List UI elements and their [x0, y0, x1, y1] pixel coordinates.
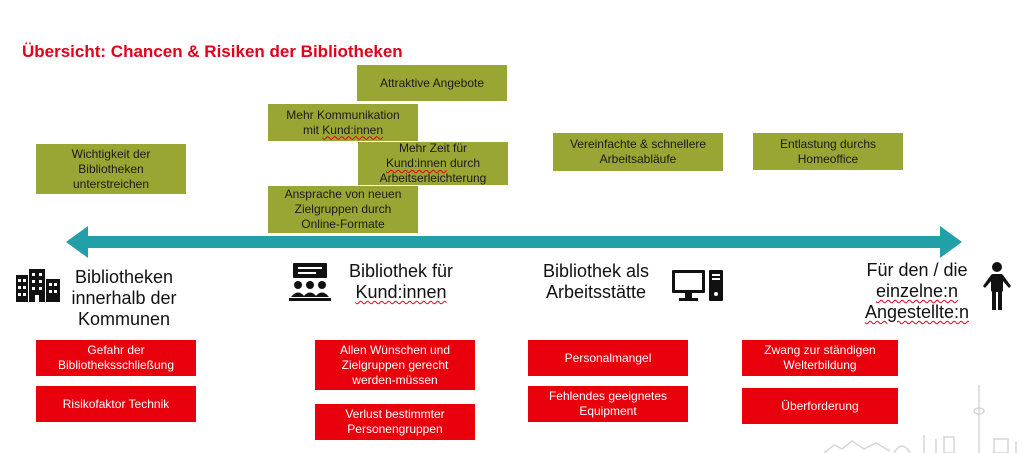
box-line: Arbeitserleichterung — [379, 171, 487, 185]
label-line: Für den / die — [866, 260, 968, 280]
box-line: Überforderung — [781, 398, 859, 413]
risk-box-weiterbildung: Zwang zur ständigen Welterbildung — [742, 340, 898, 376]
box-line: Zwang zur ständigen — [764, 343, 876, 357]
label-line: innerhalb der — [71, 288, 177, 308]
opportunity-box-angebote: Attraktive Angebote — [357, 65, 507, 101]
risk-box-schliessung: Gefahr der Bibliotheksschließung — [36, 340, 196, 376]
box-line: Allen Wünschen und — [339, 342, 451, 357]
box-line: Mehr Kommunikation — [286, 107, 400, 122]
label-line: Arbeitsstätte — [545, 282, 647, 302]
double-arrow — [66, 226, 962, 258]
box-line: Homeoffice — [797, 151, 859, 166]
box-line: Welterbildung — [783, 358, 857, 372]
box-line: Zielgruppen durch — [294, 202, 392, 216]
box-line: Online-Formate — [301, 217, 385, 231]
box-line: Entlastung durchs — [779, 136, 877, 151]
opportunity-box-ansprache: Ansprache von neuen Zielgruppen durch On… — [268, 186, 418, 233]
box-line: Kund:innen — [322, 122, 384, 137]
box-line: Bibliotheken — [78, 161, 144, 176]
box-line: durch — [446, 156, 481, 170]
box-line: werden-müssen — [352, 372, 438, 387]
box-line: Arbeitsabläufe — [599, 152, 677, 166]
label-line: Angestellte:n — [864, 302, 970, 322]
box-line: unterstreichen — [72, 176, 150, 191]
opportunity-box-wichtigkeit: Wichtigkeit der Bibliotheken unterstreic… — [36, 144, 186, 194]
category-label-kundinnen: Bibliothek für Kund:innen — [332, 261, 470, 303]
box-line: Wichtigkeit der — [71, 146, 151, 161]
category-label-angestellte: Für den / die einzelne:n Angestellte:n — [852, 260, 982, 323]
opportunity-box-mehr-zeit: Mehr Zeit für Kund:innen durch Arbeitser… — [358, 141, 508, 185]
box-line: Attraktive Angebote — [379, 75, 485, 90]
risk-box-equipment: Fehlendes geeignetes Equipment — [528, 386, 688, 422]
label-line: Bibliothek für — [348, 261, 454, 281]
city-skyline-icon — [824, 385, 1017, 453]
category-label-arbeitsstaette: Bibliothek als Arbeitsstätte — [532, 261, 660, 303]
box-line: Mehr Zeit für — [398, 141, 467, 155]
box-line: mit — [302, 122, 323, 137]
opportunity-box-vereinfacht: Vereinfachte & schnellere Arbeitsabläufe — [553, 133, 723, 171]
box-line: Ansprache von neuen — [284, 187, 402, 201]
box-line: Vereinfachte & schnellere — [569, 137, 707, 151]
box-line: Kund:innen — [385, 156, 447, 170]
risk-box-personalmangel: Personalmangel — [528, 340, 688, 376]
box-line: Gefahr der — [87, 343, 145, 357]
opportunity-box-entlastung: Entlastung durchs Homeoffice — [753, 133, 903, 170]
computer-workstation-icon — [672, 270, 723, 301]
box-line: Personalmangel — [564, 350, 652, 365]
label-line: Bibliothek als — [542, 261, 650, 281]
box-line: Zielgruppen gerecht — [341, 357, 449, 372]
box-line: Personengruppen — [347, 422, 443, 436]
risk-box-wuensche: Allen Wünschen und Zielgruppen gerecht w… — [315, 340, 475, 390]
label-line: Bibliotheken — [74, 267, 174, 287]
label-line: einzelne:n — [875, 281, 959, 301]
risk-box-technik: Risikofaktor Technik — [36, 386, 196, 422]
person-icon — [983, 262, 1011, 310]
box-line: Bibliotheksschließung — [57, 358, 175, 372]
buildings-icon — [16, 269, 60, 302]
label-line: Kommunen — [77, 309, 171, 329]
box-line: Verlust bestimmter — [345, 407, 445, 421]
category-label-kommunen: Bibliotheken innerhalb der Kommunen — [58, 267, 190, 330]
label-line: Kund:innen — [355, 282, 447, 302]
audience-presentation-icon — [289, 263, 331, 301]
box-line: Fehlendes geeignetes — [548, 389, 668, 403]
risk-box-verlust: Verlust bestimmter Personengruppen — [315, 404, 475, 440]
box-line: Equipment — [579, 404, 637, 418]
box-line: Risikofaktor Technik — [62, 396, 170, 411]
risk-box-ueberforderung: Überforderung — [742, 388, 898, 424]
opportunity-box-kommunikation: Mehr Kommunikation mit Kund:innen — [268, 104, 418, 141]
page-title: Übersicht: Chancen & Risiken der Bibliot… — [22, 42, 403, 61]
